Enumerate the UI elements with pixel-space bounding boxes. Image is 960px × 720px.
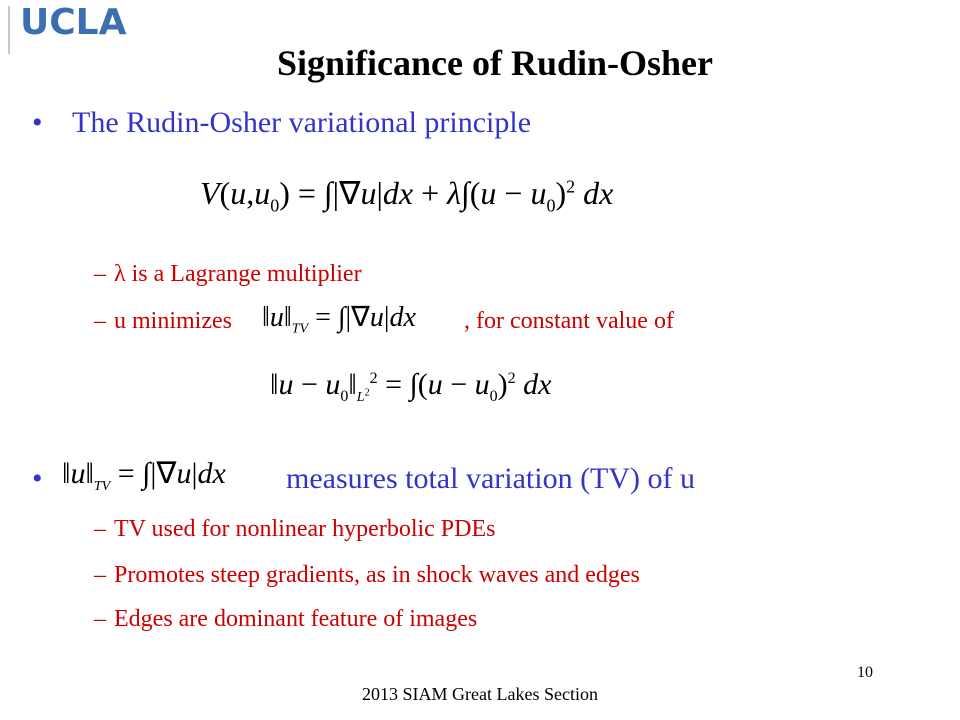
- sub-minimizes-after: , for constant value of: [464, 308, 674, 334]
- bullet-dot-2: •: [32, 462, 43, 495]
- formula-rudin-osher: V(u,u0) = ∫|∇u|dx + λ∫(u − u0)2 dx: [200, 175, 614, 216]
- sub-lagrange: λ is a Lagrange multiplier: [114, 261, 362, 287]
- dash-4: –: [94, 562, 106, 588]
- bullet-1-text: The Rudin-Osher variational principle: [72, 106, 532, 139]
- logo-divider: [8, 6, 10, 54]
- bullet-dot-1: •: [32, 106, 43, 139]
- slide-title: Significance of Rudin-Osher: [276, 43, 714, 83]
- sub-tv-pdes: TV used for nonlinear hyperbolic PDEs: [114, 516, 496, 542]
- page-number: 10: [857, 664, 873, 681]
- sub-edges: Edges are dominant feature of images: [114, 606, 478, 632]
- footer-text: 2013 SIAM Great Lakes Section: [362, 684, 598, 704]
- dash-1: –: [94, 261, 106, 287]
- sub-steep-gradients: Promotes steep gradients, as in shock wa…: [114, 562, 640, 588]
- ucla-logo: UCLA: [20, 2, 127, 43]
- sub-minimizes-before: u minimizes: [114, 308, 232, 334]
- dash-3: –: [94, 516, 106, 542]
- formula-tv-norm: ‖u‖TV = ∫|∇u|dx: [62, 457, 226, 494]
- dash-5: –: [94, 606, 106, 632]
- formula-tv-norm-inline: ‖u‖TV = ∫|∇u|dx: [262, 302, 416, 337]
- formula-l2-norm: ‖u − u0‖L22 = ∫(u − u0)2 dx: [270, 368, 552, 405]
- dash-2: –: [94, 308, 106, 334]
- bullet-2-text: measures total variation (TV) of u: [286, 462, 696, 495]
